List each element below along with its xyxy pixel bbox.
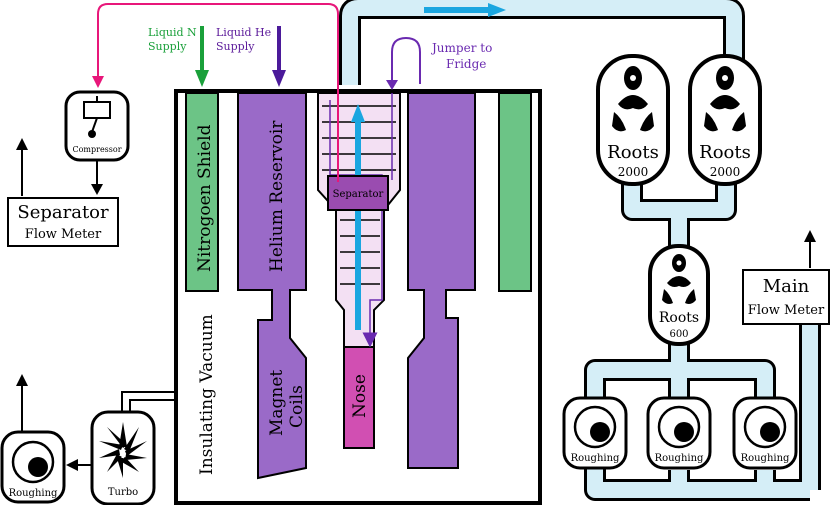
separator-flow-meter: Separator Flow Meter: [7, 197, 119, 247]
helium-reservoir-right: [407, 92, 476, 469]
helium-reservoir-label: Helium Reservoir: [267, 120, 287, 272]
roots-size: 2000: [710, 165, 741, 179]
cryostat-vessel: Nitrogoen Shield Helium Reservoir Magnet…: [174, 89, 542, 505]
separator-meter-subtitle: Flow Meter: [25, 227, 102, 242]
main-meter-subtitle: Flow Meter: [748, 303, 825, 318]
roots-lobe-icon: [662, 254, 696, 304]
roots-size: 2000: [618, 165, 649, 179]
roughing-pump-1: Roughing: [562, 396, 628, 470]
separator-meter-title: Separator: [17, 202, 109, 223]
roots-2000-pump-2: Roots 2000: [688, 54, 762, 186]
helium-reservoir-left: [237, 92, 307, 480]
roots-2000-pump-1: Roots 2000: [596, 54, 670, 186]
magnet-coils-label: Magnet Coils: [267, 364, 307, 436]
pink-return-line: [97, 3, 339, 182]
turbo-pump: Turbo: [90, 410, 156, 505]
roughing-pump-left: Roughing: [0, 430, 66, 504]
nitrogen-shield-label: Nitrogoen Shield: [195, 124, 215, 272]
roots-label: Roots: [659, 310, 699, 326]
main-flow-meter: Main Flow Meter: [742, 269, 830, 325]
main-meter-title: Main: [763, 276, 810, 297]
nose: [343, 346, 375, 449]
liquid-he-supply: Liquid He Supply: [216, 26, 286, 87]
liquid-he-label: Liquid He Supply: [216, 26, 275, 53]
roughing-label: Roughing: [741, 453, 790, 464]
roots-600-pump: Roots 600: [648, 244, 710, 346]
separator-box-label: Separator: [333, 189, 384, 200]
compressor-label: Compressor: [72, 145, 121, 154]
nose-label: Nose: [350, 374, 370, 418]
nitrogen-shield-left: [185, 92, 219, 292]
roughing-pump-2: Roughing: [646, 396, 712, 470]
roots-lobe-icon: [612, 66, 654, 132]
jumper-to-fridge: Jumper to Fridge: [386, 36, 496, 90]
roots-label: Roots: [607, 142, 659, 163]
roots-label: Roots: [699, 142, 751, 163]
roots-size: 600: [669, 329, 688, 340]
roughing-pump-3: Roughing: [732, 396, 798, 470]
liquid-n-supply: Liquid N Supply: [148, 26, 209, 87]
nitrogen-shield-right: [498, 92, 532, 292]
pump-pipes: [339, 0, 821, 501]
jumper-label: Jumper to Fridge: [430, 41, 496, 71]
liquid-n-label: Liquid N Supply: [148, 26, 200, 53]
insulating-vacuum-label: Insulating Vacuum: [197, 314, 217, 475]
roots-lobe-icon: [704, 66, 746, 132]
roughing-label: Roughing: [655, 453, 704, 464]
turbo-fan-icon: [99, 422, 147, 478]
roughing-label: Roughing: [9, 488, 58, 499]
compressor: Compressor: [64, 90, 130, 162]
roughing-label: Roughing: [571, 453, 620, 464]
turbo-label: Turbo: [108, 487, 138, 498]
